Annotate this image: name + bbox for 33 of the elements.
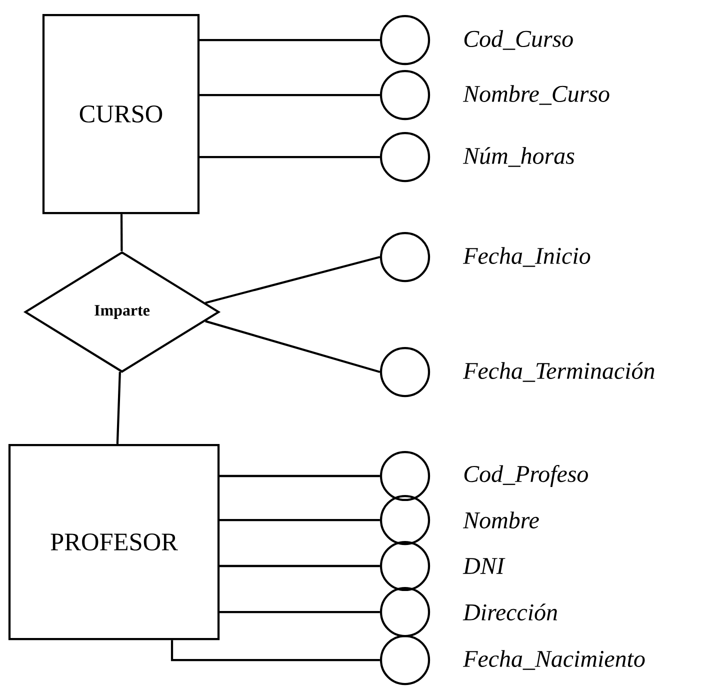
attribute-circle xyxy=(380,14,430,66)
attribute-label: Fecha_Inicio xyxy=(462,247,590,267)
attribute-label: Dirección xyxy=(462,604,558,620)
connector-line xyxy=(218,610,380,614)
attribute-circle xyxy=(380,450,430,502)
connector-line xyxy=(205,320,380,374)
attribute-label: Cod_Curso xyxy=(464,30,573,50)
attribute-circle xyxy=(380,232,430,282)
entity-box: PROFESOR xyxy=(8,444,220,640)
connector-line xyxy=(198,38,380,42)
connector-line xyxy=(218,474,380,478)
connector-line xyxy=(116,372,121,444)
attribute-circle xyxy=(380,494,430,546)
attribute-circle xyxy=(380,540,430,592)
connector-line xyxy=(198,156,380,158)
attribute-label: Nombre xyxy=(462,512,539,528)
attribute-label: DNI xyxy=(462,558,506,574)
attribute-circle xyxy=(380,634,430,686)
connector-line xyxy=(120,214,123,252)
connector-line xyxy=(218,518,380,522)
connector-line xyxy=(218,564,380,568)
attribute-circle xyxy=(380,132,430,182)
attribute-label: Núm_horas xyxy=(462,147,574,167)
attribute-label: Fecha_Nacimiento xyxy=(462,650,645,670)
attribute-label: Nombre_Curso xyxy=(462,85,610,105)
entity-box: CURSO xyxy=(42,14,200,214)
attribute-circle xyxy=(380,586,430,638)
attribute-circle xyxy=(380,70,430,120)
attribute-circle xyxy=(380,346,430,398)
connector-line xyxy=(198,94,380,96)
connector-line xyxy=(205,256,380,304)
attribute-label: Cod_Profeso xyxy=(464,465,588,487)
attribute-label: Fecha_Terminación xyxy=(462,362,654,382)
